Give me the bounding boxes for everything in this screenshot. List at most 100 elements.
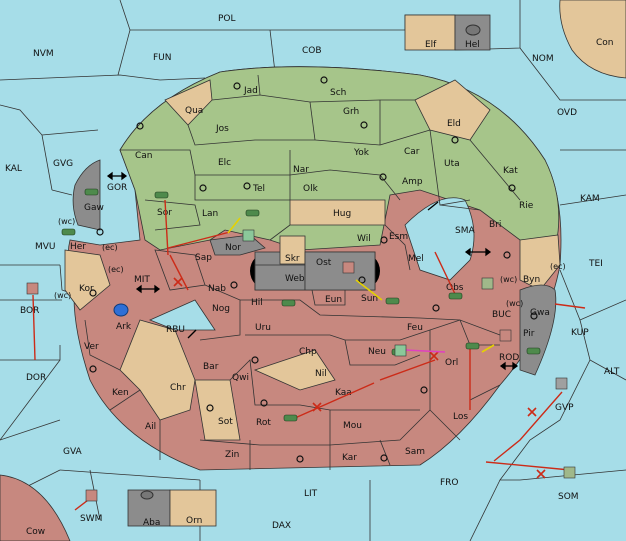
- label-uta: Uta: [444, 159, 460, 169]
- label-web: Web: [285, 274, 305, 284]
- label-sma: SMA: [455, 226, 475, 236]
- label-hel: Hel: [465, 40, 480, 50]
- coast-label: (wc): [54, 291, 71, 300]
- label-eld: Eld: [447, 119, 461, 129]
- label-car: Car: [404, 147, 420, 157]
- owned-unit-marker: [394, 344, 407, 357]
- province-nil[interactable]: [253, 349, 336, 391]
- label-nab: Nab: [208, 284, 226, 294]
- label-gva: GVA: [63, 447, 83, 457]
- label-elf: Elf: [425, 40, 437, 50]
- label-ken: Ken: [112, 388, 129, 398]
- support-arrows: [227, 217, 495, 353]
- label-neu: Neu: [368, 347, 386, 357]
- province-eld[interactable]: [414, 79, 491, 141]
- label-eun: Eun: [325, 295, 342, 305]
- coast-label: (ec): [108, 265, 124, 274]
- province-byn[interactable]: [519, 234, 561, 291]
- province-con[interactable]: [559, 0, 626, 79]
- label-pir: Pir: [523, 329, 535, 339]
- owned-unit-marker: [499, 329, 512, 342]
- label-qwi: Qwi: [232, 373, 249, 383]
- owned-unit-marker: [242, 229, 255, 242]
- label-nvm: NVM: [33, 49, 54, 59]
- label-ark: Ark: [116, 322, 132, 332]
- fleet-unit: [61, 228, 76, 236]
- label-lit: LIT: [304, 489, 318, 499]
- label-esm: Esm: [389, 232, 408, 242]
- fleet-marker: [465, 24, 481, 36]
- label-pol: POL: [218, 14, 236, 24]
- label-hug: Hug: [333, 209, 351, 219]
- label-rot: Rot: [256, 418, 271, 428]
- province-elf[interactable]: [404, 14, 456, 51]
- label-som: SOM: [558, 492, 579, 502]
- province-skr[interactable]: [279, 235, 306, 265]
- label-sor: Sor: [157, 208, 172, 218]
- province-chr[interactable]: [119, 319, 196, 421]
- label-mou: Mou: [343, 421, 362, 431]
- label-orl: Orl: [445, 358, 458, 368]
- label-rbu: RBU: [166, 325, 185, 335]
- label-nom: NOM: [532, 54, 554, 64]
- label-cow: Cow: [26, 527, 45, 537]
- label-mel: Mel: [408, 254, 424, 264]
- label-mvu: MVU: [35, 242, 56, 252]
- label-nil: Nil: [315, 369, 327, 379]
- label-nar: Nar: [293, 165, 309, 175]
- label-feu: Feu: [407, 323, 423, 333]
- label-alt: ALT: [604, 367, 620, 377]
- label-sun: Sun: [361, 294, 378, 304]
- label-chp: Chp: [299, 347, 317, 357]
- label-kor: Kor: [79, 284, 94, 294]
- label-lan: Lan: [202, 209, 218, 219]
- coast-label: (wc): [506, 299, 523, 308]
- province-labels: Con Elf Hel Cow Aba Orn Jad Sch Qua Jos …: [26, 38, 614, 537]
- label-fun: FUN: [153, 53, 172, 63]
- label-wil: Wil: [357, 234, 371, 244]
- label-elc: Elc: [218, 158, 231, 168]
- coast-label: (ec): [102, 243, 118, 252]
- passage-arrows: [106, 171, 519, 371]
- label-swm: SWM: [80, 514, 102, 524]
- owned-unit-marker: [342, 261, 355, 274]
- province-sot[interactable]: [194, 379, 241, 441]
- convoy-arrow: [404, 349, 446, 353]
- sea-labels: POL COB FUN NVM NOM OVD KAL GVG KAM GOR …: [5, 14, 620, 531]
- label-nor: Nor: [225, 243, 241, 253]
- coast-label: (wc): [58, 217, 75, 226]
- label-ail: Ail: [145, 422, 156, 432]
- army-unit: [154, 191, 169, 199]
- label-orn: Orn: [186, 516, 202, 526]
- province-orn[interactable]: [169, 489, 217, 527]
- army-unit: [385, 297, 400, 305]
- army-unit: [465, 342, 480, 350]
- label-dor: DOR: [26, 373, 46, 383]
- label-hil: Hil: [251, 298, 263, 308]
- label-tel: Tel: [252, 184, 265, 194]
- label-mit: MIT: [134, 275, 150, 285]
- label-rie: Rie: [519, 201, 534, 211]
- label-kup: KUP: [571, 328, 589, 338]
- label-bor: BOR: [20, 306, 39, 316]
- label-obs: Obs: [446, 283, 464, 293]
- coast-label: (ec): [550, 262, 566, 271]
- label-chr: Chr: [170, 383, 186, 393]
- province-kor[interactable]: [64, 249, 111, 311]
- owned-unit-marker: [555, 377, 568, 390]
- island-provinces: [64, 66, 562, 471]
- label-buc: BUC: [492, 310, 511, 320]
- supply-centers: [89, 76, 538, 463]
- label-gvg: GVG: [53, 159, 73, 169]
- label-ovd: OVD: [557, 108, 577, 118]
- label-byn: Byn: [523, 275, 540, 285]
- label-kam: KAM: [580, 194, 600, 204]
- label-jos: Jos: [215, 124, 229, 134]
- label-kar: Kar: [342, 453, 357, 463]
- label-her: Her: [70, 242, 86, 252]
- label-ver: Ver: [84, 342, 99, 352]
- units: [26, 24, 576, 502]
- label-gvp: GVP: [555, 403, 574, 413]
